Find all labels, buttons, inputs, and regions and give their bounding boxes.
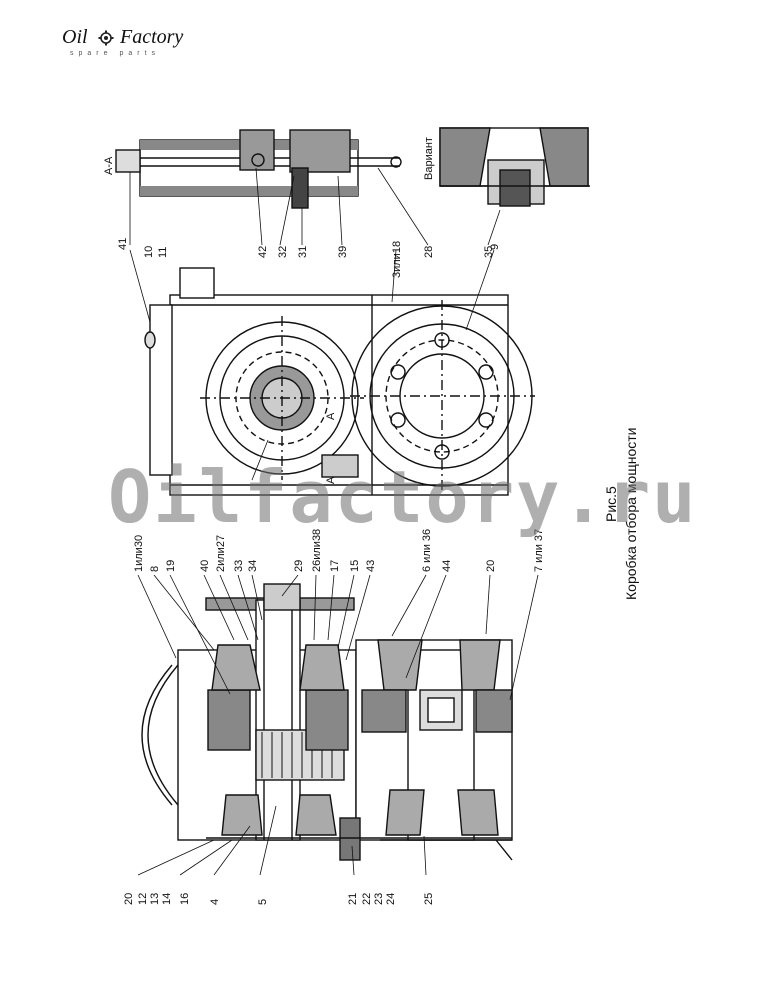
callout-label: 25 — [423, 893, 435, 905]
leader-lines — [129, 167, 539, 876]
section-aa-label: А-А — [103, 156, 115, 175]
callout-label: 19 — [165, 560, 177, 572]
callout-label: 15 — [349, 560, 361, 572]
callout-label: 39 — [337, 246, 349, 258]
callout-label: 14 — [161, 893, 173, 905]
callout-label: 33 — [233, 560, 245, 572]
callout-label: 20 — [485, 560, 497, 572]
callout-label: 21 — [347, 893, 359, 905]
callout-label: 12 — [137, 893, 149, 905]
callout-label: 20 — [123, 893, 135, 905]
callout-label: 32 — [277, 246, 289, 258]
callouts-bottom: 20 12 13 14 16 4 5 21 22 23 24 25 — [123, 893, 435, 905]
callout-label: 11 — [157, 247, 169, 258]
gear-icon — [98, 30, 114, 46]
longitudinal-section-view — [141, 583, 513, 861]
callout-label: 44 — [441, 560, 453, 572]
callout-label: 16 — [179, 893, 191, 905]
callout-label: 17 — [329, 560, 341, 572]
callout-label: 43 — [365, 560, 377, 572]
callout-label: 9 — [489, 244, 501, 250]
callout-label: 10 — [143, 246, 155, 258]
view-labels: А-А Вариант — [103, 137, 435, 180]
figure-number: Рис.5 — [603, 486, 619, 522]
callout-label: 23 — [373, 893, 385, 905]
callout-label: 2или27 — [215, 535, 227, 572]
callout-label: 6 или 36 — [421, 529, 433, 572]
callouts-top: 10 11 42 32 31 39 28 35 — [143, 246, 495, 258]
callout-label: 24 — [385, 893, 397, 905]
callout-label: 42 — [257, 246, 269, 258]
logo-tagline: spare parts — [70, 50, 161, 57]
logo-text-factory: Factory — [120, 26, 184, 48]
variant-view — [439, 127, 590, 207]
callout-label: 3или18 — [391, 241, 403, 278]
figure-caption: Коробка отбора мощности — [623, 428, 639, 600]
callout-label: 40 — [199, 560, 211, 572]
callout-label: 28 — [423, 246, 435, 258]
callouts-left: 1или30 8 19 40 2или27 33 34 29 26или38 1… — [133, 529, 545, 572]
callout-label: 5 — [257, 899, 269, 905]
callout-label: 8 — [149, 566, 161, 572]
callout-label: 7 или 37 — [533, 529, 545, 572]
callout-label: 1или30 — [133, 535, 145, 572]
callout-label: 34 — [247, 560, 259, 572]
callout-label: 13 — [149, 893, 161, 905]
callout-label: 4 — [209, 899, 221, 905]
housing-front-view — [144, 267, 535, 496]
callout-label: 35 — [483, 246, 495, 258]
section-marker: А — [325, 412, 337, 420]
oil-factory-logo: Oil Factory spare parts — [62, 26, 202, 66]
callout-label: 41 — [117, 238, 129, 250]
figure-caption-block: Рис.5 Коробка отбора мощности — [603, 428, 639, 600]
watermark: Oilfactory.ru — [108, 455, 698, 539]
logo-text-oil: Oil — [62, 26, 88, 48]
callout-label: 26или38 — [311, 529, 323, 572]
section-aa-view — [115, 129, 402, 209]
callout-label: 29 — [293, 560, 305, 572]
callout-label: 22 — [361, 893, 373, 905]
section-marker: А — [325, 476, 337, 484]
callouts-middle: 41 3или18 9 А А — [117, 238, 501, 484]
callout-label: 31 — [297, 246, 309, 258]
variant-label: Вариант — [423, 137, 435, 180]
